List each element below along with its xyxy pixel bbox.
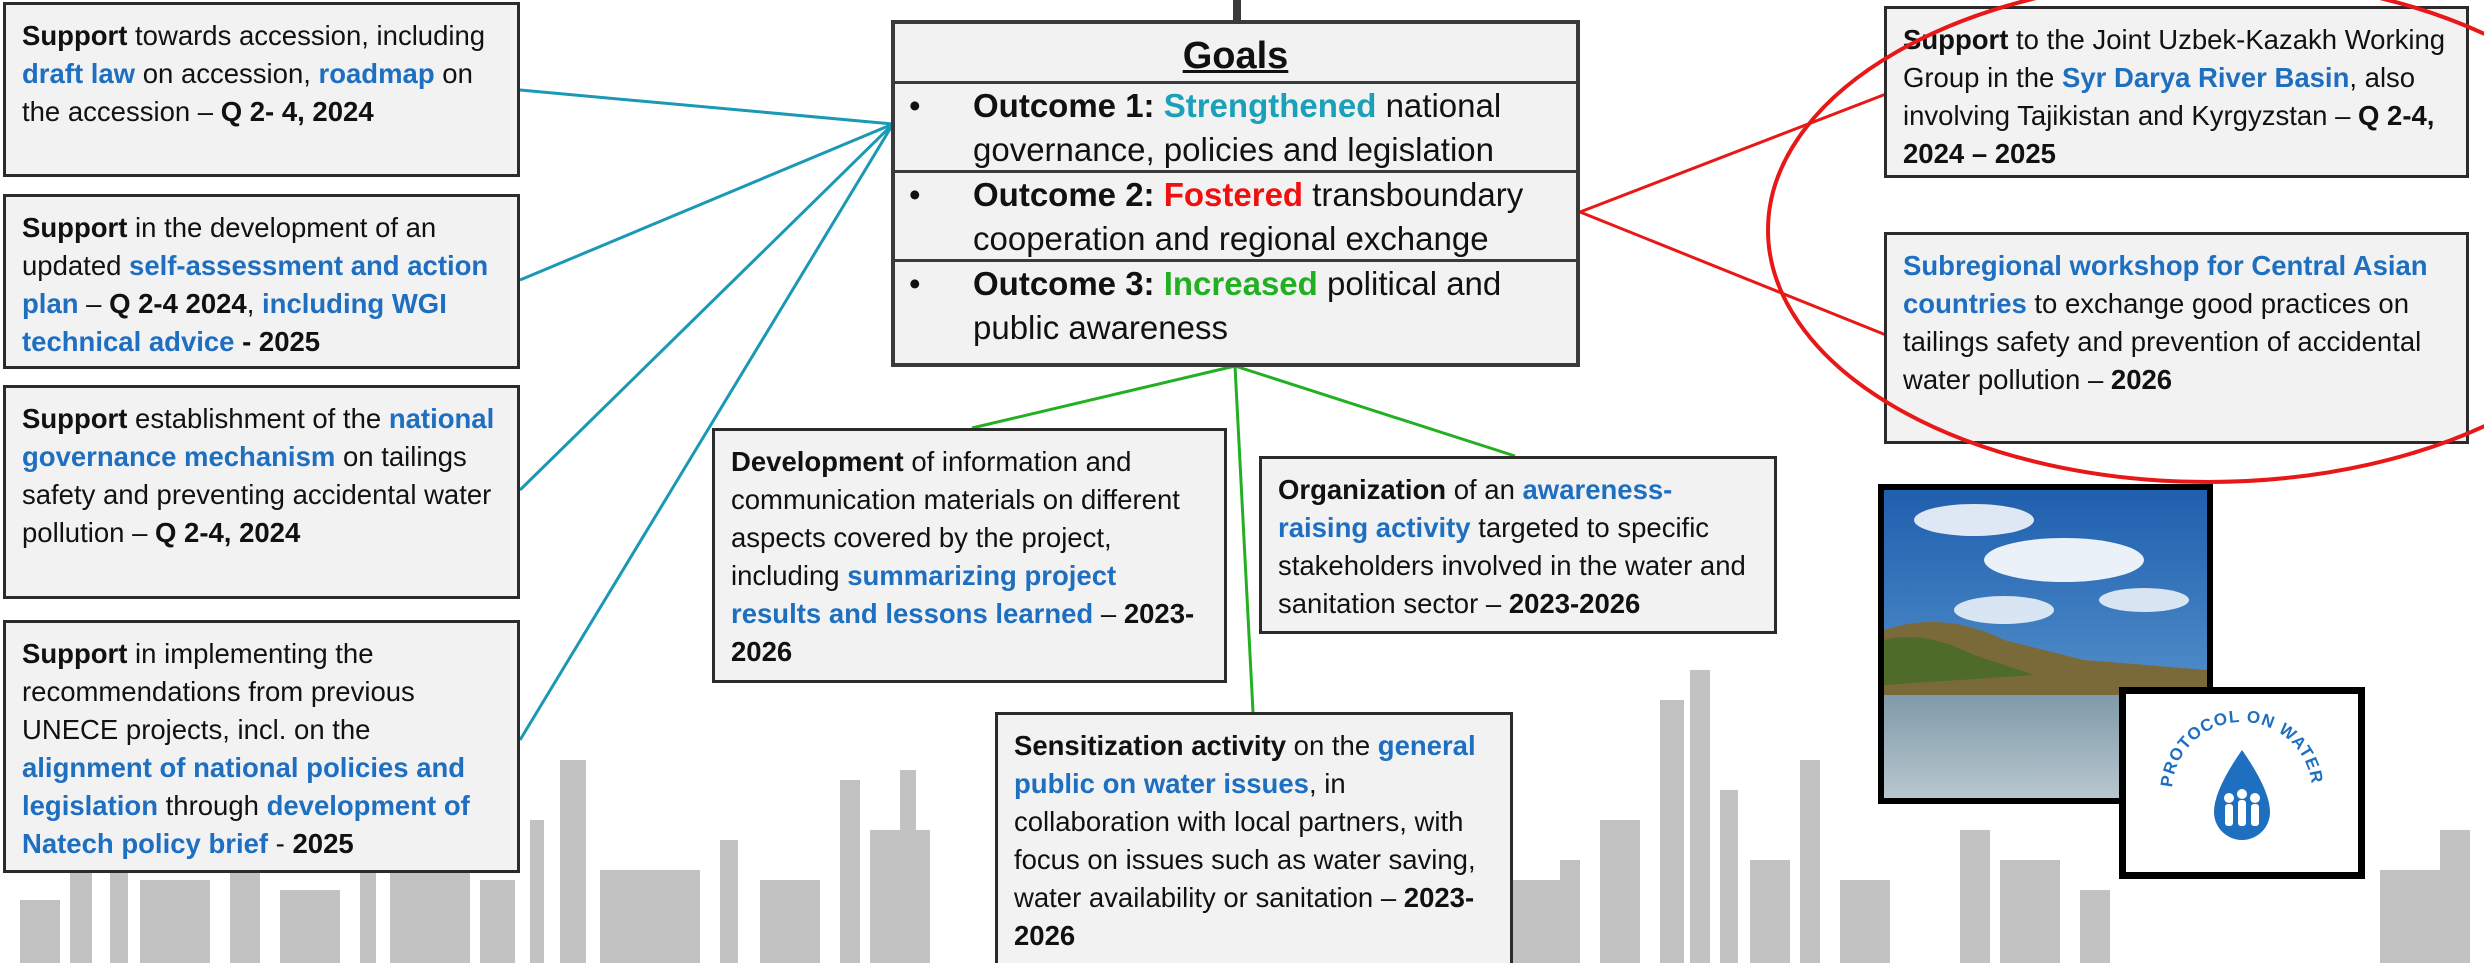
bullet-icon: • — [909, 87, 921, 124]
goal-outcome-1: • Outcome 1: Strengthened national gover… — [895, 84, 1576, 173]
left-box-accession: Support towards accession, including dra… — [3, 2, 520, 177]
center-box-awareness-raising: Organization of an awareness-raising act… — [1259, 456, 1777, 634]
center-box-communication-materials: Development of information and communica… — [712, 428, 1227, 683]
protocol-logo: PROTOCOL ON WATER AND HEALTH — [2119, 679, 2365, 879]
goal-outcome-2: • Outcome 2: Fostered transboundary coop… — [895, 173, 1576, 262]
left-box-governance-mechanism: Support establishment of the national go… — [3, 385, 520, 599]
bullet-icon: • — [909, 265, 921, 302]
left-box-recommendations: Support in implementing the recommendati… — [3, 620, 520, 873]
left-box-self-assessment: Support in the development of an updated… — [3, 194, 520, 369]
goals-box: Goals • Outcome 1: Strengthened national… — [891, 20, 1580, 367]
goals-title: Goals — [895, 24, 1576, 84]
right-box-subregional-workshop: Subregional workshop for Central Asian c… — [1884, 232, 2469, 444]
landscape-photo — [1878, 484, 2213, 804]
right-box-syr-darya: Support to the Joint Uzbek-Kazakh Workin… — [1884, 6, 2469, 178]
goal-outcome-3: • Outcome 3: Increased political and pub… — [895, 262, 1576, 351]
center-box-sensitization: Sensitization activity on the general pu… — [995, 712, 1513, 963]
bullet-icon: • — [909, 176, 921, 213]
